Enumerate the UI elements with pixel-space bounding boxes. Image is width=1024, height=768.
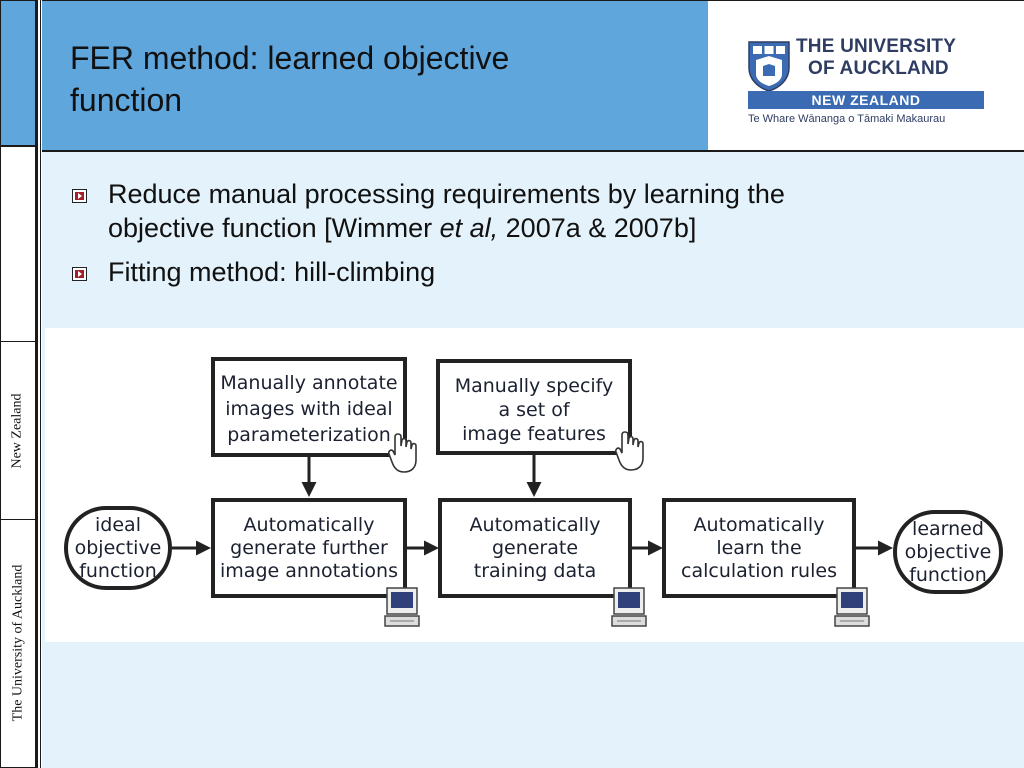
- bullet-item: Reduce manual processing requirements by…: [72, 177, 972, 245]
- flow-diagram: Manually annotate images with ideal para…: [64, 357, 1003, 627]
- computer-icon: [611, 587, 647, 627]
- svg-text:image annotations: image annotations: [220, 560, 398, 582]
- svg-text:generate further: generate further: [230, 537, 388, 559]
- svg-text:Automatically: Automatically: [694, 514, 825, 536]
- node-ideal-objective: ideal objective function: [64, 506, 172, 590]
- svg-text:training data: training data: [474, 560, 596, 582]
- svg-text:Automatically: Automatically: [244, 514, 375, 536]
- svg-text:Manually annotate: Manually annotate: [220, 372, 397, 394]
- slide-title: FER method: learned objective function: [70, 40, 510, 118]
- bullet-list: Reduce manual processing requirements by…: [72, 177, 972, 299]
- svg-text:parameterization: parameterization: [227, 424, 391, 446]
- svg-text:a set of: a set of: [498, 399, 570, 421]
- computer-icon: [384, 587, 420, 627]
- svg-text:calculation rules: calculation rules: [681, 560, 837, 582]
- svg-text:Automatically: Automatically: [470, 514, 601, 536]
- svg-text:function: function: [909, 564, 987, 586]
- svg-text:learn the: learn the: [716, 537, 801, 559]
- node-learned-objective: learned objective function: [893, 510, 1003, 594]
- left-sidebar-strip: [0, 146, 36, 768]
- sidebar-label-new-zealand: New Zealand: [10, 393, 25, 469]
- svg-text:images with ideal: images with ideal: [225, 398, 392, 420]
- sidebar-label-university: The University of Auckland: [10, 564, 25, 722]
- bullet-icon: [72, 267, 87, 281]
- svg-text:objective: objective: [905, 541, 992, 563]
- bullet-icon: [72, 189, 87, 203]
- university-name: THE UNIVERSITY OF AUCKLAND: [796, 36, 957, 79]
- box-auto-annotate: Automatically generate further image ann…: [211, 498, 407, 598]
- svg-text:generate: generate: [492, 537, 578, 559]
- maori-tagline: Te Whare Wānanga o Tāmaki Makaurau: [748, 113, 946, 125]
- svg-text:ideal: ideal: [95, 514, 141, 536]
- bullet-item: Fitting method: hill-climbing: [72, 255, 972, 289]
- box-auto-training: Automatically generate training data: [438, 498, 632, 598]
- svg-text:function: function: [79, 560, 157, 582]
- slide-header: [42, 0, 708, 150]
- box-auto-learn: Automatically learn the calculation rule…: [662, 498, 856, 598]
- svg-text:image features: image features: [462, 423, 606, 445]
- crest-icon: [748, 41, 790, 92]
- box-manual-annotate: Manually annotate images with ideal para…: [211, 357, 407, 457]
- box-manual-specify: Manually specify a set of image features: [436, 359, 632, 455]
- country-bar: NEW ZEALAND: [748, 91, 984, 109]
- svg-text:learned: learned: [912, 518, 984, 540]
- svg-text:objective: objective: [75, 537, 162, 559]
- left-sidebar-header: [0, 0, 36, 146]
- svg-text:Manually specify: Manually specify: [455, 375, 614, 397]
- computer-icon: [834, 587, 870, 627]
